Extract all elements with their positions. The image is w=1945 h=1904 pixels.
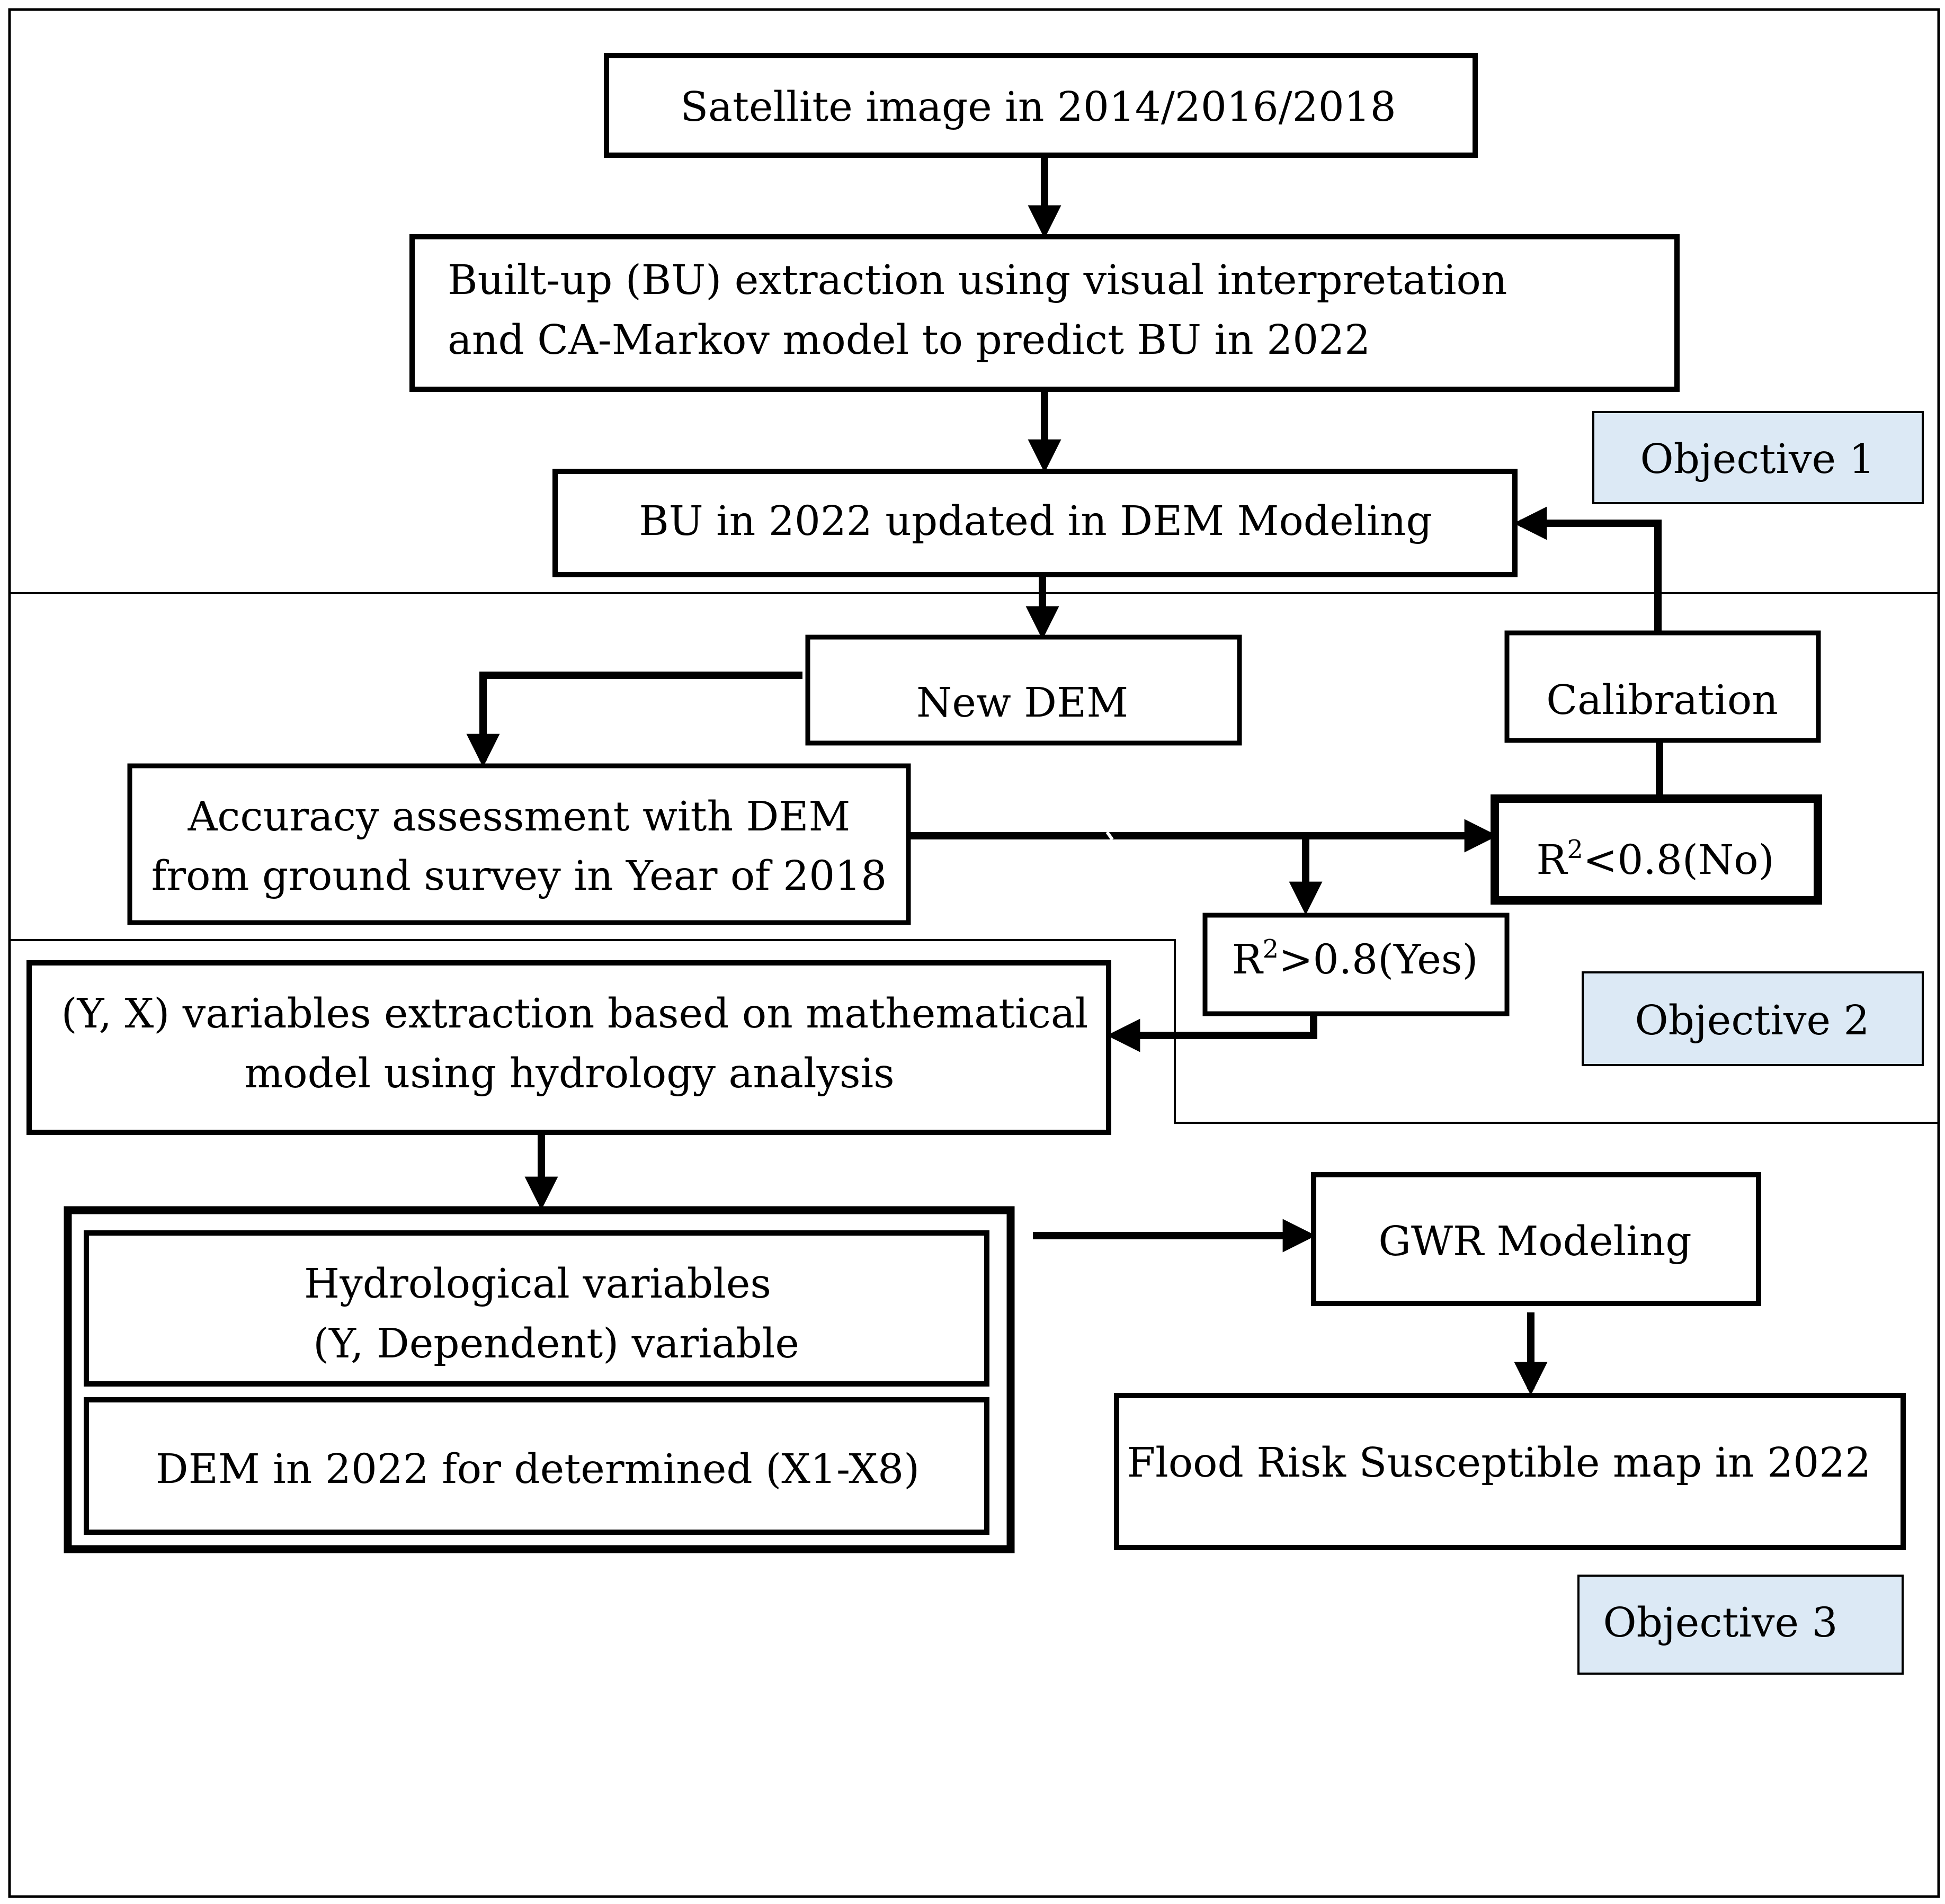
flood-text: Flood Risk Susceptible map in 2022 [1127, 1440, 1871, 1487]
connector-gap [1105, 831, 1114, 841]
box-texts: Satellite image in 2014/2016/2018 Built-… [61, 84, 1875, 1647]
newdem-box [805, 634, 1242, 746]
accuracy-text-line2: from ground survey in Year of 2018 [151, 853, 887, 900]
accuracy-text-line1: Accuracy assessment with DEM [188, 793, 851, 841]
outer-frame [8, 8, 1940, 1898]
dem2022-text: DEM in 2022 for determined (X1-X8) [156, 1446, 920, 1493]
flood-box [1114, 1393, 1906, 1550]
yx-text-line1: (Y, X) variables extraction based on mat… [61, 990, 1089, 1038]
accuracy-box [127, 763, 911, 925]
satellite-text: Satellite image in 2014/2016/2018 [680, 84, 1396, 131]
satellite-box [604, 53, 1478, 158]
boxes [26, 53, 1906, 1553]
hydrological-box [84, 1230, 989, 1387]
hydrological-text-line1: Hydrological variables [304, 1261, 771, 1308]
r2-yes-box [1202, 913, 1510, 1016]
gwr-text: GWR Modeling [1378, 1218, 1691, 1265]
gwr-box [1311, 1172, 1761, 1306]
objective-1-box [1592, 411, 1924, 504]
bu2022-text: BU in 2022 updated in DEM Modeling [639, 498, 1432, 545]
connectors [466, 155, 1662, 1396]
objective-1-label: Objective 1 [1640, 436, 1875, 483]
objective-boxes [1577, 411, 1924, 1675]
arrow-newdem-to-accuracy [466, 672, 802, 767]
yx-extraction-box [26, 960, 1111, 1135]
builtup-box [409, 234, 1680, 392]
r2-no-text: R2<0.8(No) [1536, 835, 1774, 884]
builtup-text-line2: and CA-Markov model to predict BU in 202… [448, 317, 1370, 364]
arrow-calibration-to-bu2022 [1513, 506, 1662, 633]
objective-2-box [1582, 971, 1924, 1066]
calibration-text: Calibration [1546, 677, 1778, 724]
section-divider-2 [10, 939, 1939, 1124]
objective-3-label: Objective 3 [1603, 1599, 1837, 1647]
arrow-r2-yes-to-yx [1107, 1014, 1317, 1052]
newdem-text: New DEM [916, 680, 1128, 727]
section-frames [8, 8, 1940, 1898]
dem2022-box [84, 1397, 989, 1535]
r2-yes-text: R2>0.8(Yes) [1232, 934, 1478, 984]
yx-text-line2: model using hydrology analysis [244, 1050, 894, 1097]
builtup-text-line1: Built-up (BU) extraction using visual in… [448, 257, 1507, 304]
bu2022-box [552, 469, 1518, 577]
objective-2-label: Objective 2 [1635, 997, 1869, 1044]
objective-3-box [1577, 1575, 1904, 1675]
hydrological-text-line2: (Y, Dependent) variable [313, 1320, 799, 1367]
